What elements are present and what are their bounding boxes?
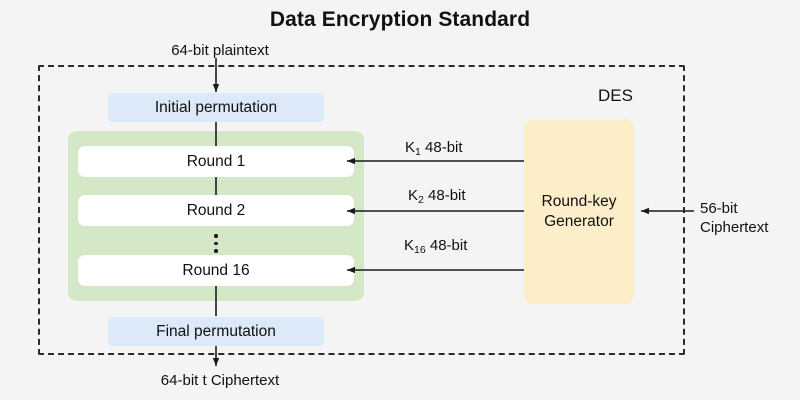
- final-permutation-box[interactable]: Final permutation: [108, 317, 324, 346]
- generator-label-line1: Round-key: [541, 192, 617, 210]
- key-name-1: K: [405, 139, 416, 156]
- key-name-16: K: [404, 237, 415, 254]
- key-size-2: 48-bit: [428, 187, 466, 204]
- key-size-16: 48-bit: [429, 237, 468, 254]
- key-size-1: 48-bit: [425, 139, 463, 156]
- generator-label-line2: Generator: [544, 212, 614, 230]
- key-label-16: K16 48-bit: [404, 237, 468, 256]
- initial-permutation-label: Initial permutation: [154, 98, 278, 116]
- key-subscript-16: 16: [414, 244, 426, 256]
- input-ciphertext-label: 56-bit Ciphertext: [700, 200, 769, 236]
- page-title: Data Encryption Standard: [269, 8, 531, 31]
- round-box-2[interactable]: Round 2: [78, 195, 354, 226]
- key-label-2: K2 48-bit: [408, 187, 466, 206]
- rounds-ellipsis-icon: [213, 234, 219, 253]
- round-box-1[interactable]: Round 1: [78, 146, 354, 177]
- initial-permutation-box[interactable]: Initial permutation: [108, 93, 324, 122]
- input-plaintext-label: 64-bit plaintext: [171, 42, 269, 59]
- key-label-1: K1 48-bit: [405, 139, 463, 158]
- key-subscript-1: 1: [415, 146, 421, 158]
- final-permutation-label: Final permutation: [156, 322, 276, 340]
- round-label-1: Round 1: [186, 152, 246, 170]
- round-label-2: Round 2: [186, 201, 246, 219]
- rounds-container: Round 1 Round 2 Round 16: [68, 131, 364, 301]
- key-subscript-2: 2: [418, 194, 424, 206]
- output-ciphertext-label: 64-bit t Ciphertext: [160, 372, 280, 389]
- round-key-generator-box[interactable]: Round-key Generator: [524, 119, 634, 304]
- des-boundary-label: DES: [598, 86, 633, 105]
- key-name-2: K: [408, 187, 419, 204]
- des-boundary: [38, 65, 685, 355]
- round-box-16[interactable]: Round 16: [78, 255, 354, 286]
- round-label-16: Round 16: [182, 261, 250, 279]
